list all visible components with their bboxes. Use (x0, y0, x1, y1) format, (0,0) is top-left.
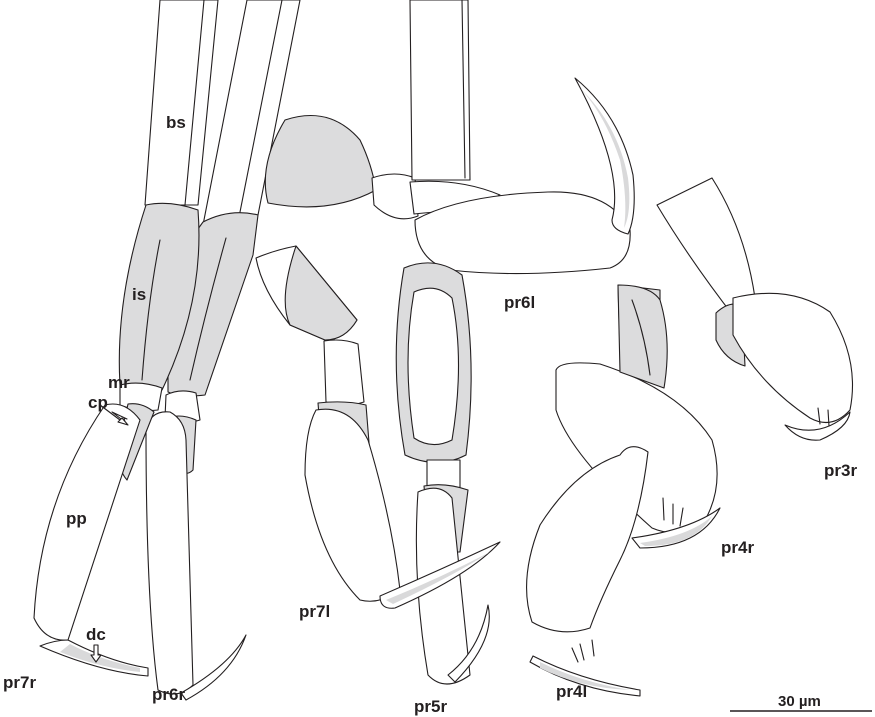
pereopod-pr4l (527, 285, 720, 696)
scale-bar: 30 µm (730, 693, 872, 711)
label-pp: pp (66, 509, 87, 528)
label-bs: bs (166, 113, 186, 132)
label-is: is (132, 285, 146, 304)
label-cp: cp (88, 393, 108, 412)
label-pr6r: pr6r (152, 685, 185, 704)
label-pr4l: pr4l (556, 682, 587, 701)
label-pr7r: pr7r (3, 673, 36, 692)
label-pr6l: pr6l (504, 293, 535, 312)
label-mr: mr (108, 373, 130, 392)
label-pr5r: pr5r (414, 697, 447, 716)
label-pr4r: pr4r (721, 538, 754, 557)
label-dc: dc (86, 625, 106, 644)
scale-bar-label: 30 µm (778, 693, 821, 710)
label-pr3r: pr3r (824, 461, 857, 480)
label-pr7l: pr7l (299, 602, 330, 621)
pereopod-pr3r (657, 178, 853, 440)
